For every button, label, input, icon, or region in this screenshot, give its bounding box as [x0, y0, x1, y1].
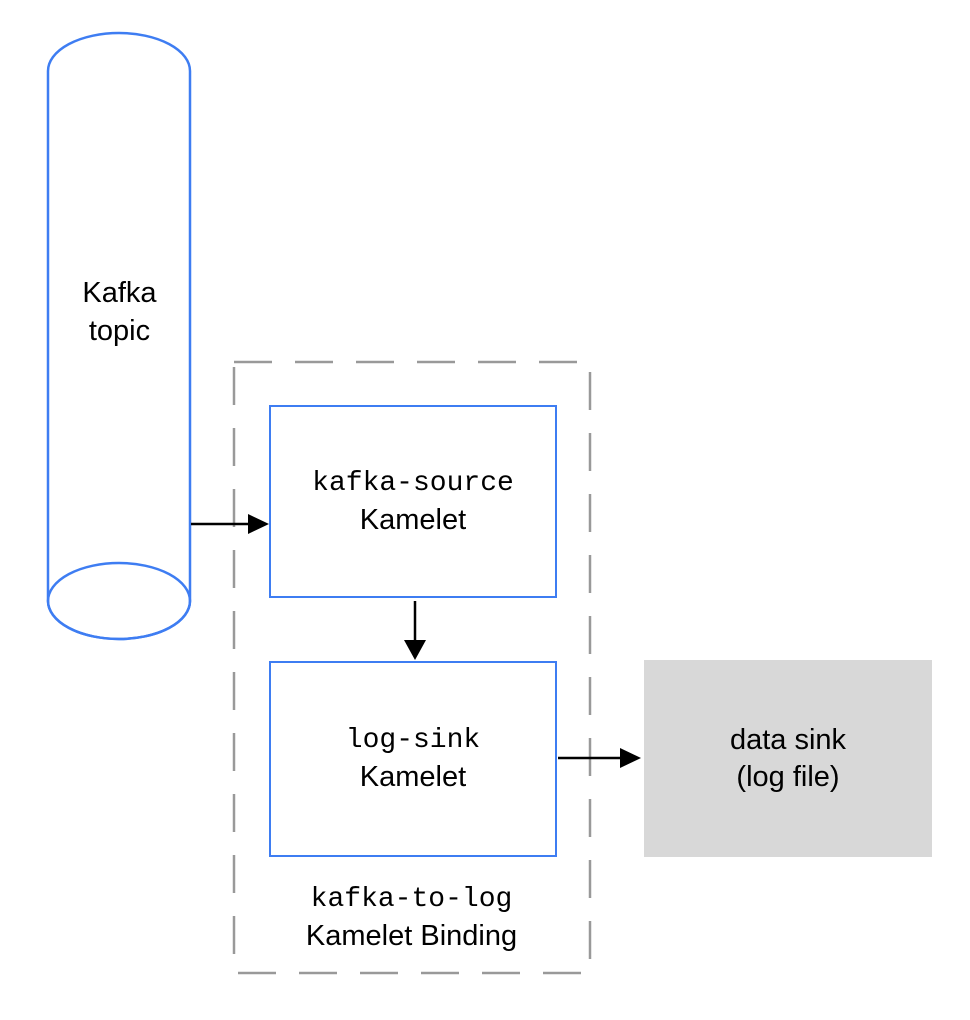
log-sink-kamelet-name: log-sink	[345, 725, 481, 756]
kamelet-binding-name: kafka-to-log	[310, 884, 513, 915]
log-sink-kamelet-box: log-sink Kamelet	[269, 661, 557, 857]
kamelet-binding-label: kafka-to-log Kamelet Binding	[233, 882, 590, 954]
data-sink-box: data sink (log file)	[644, 660, 932, 857]
kafka-topic-label-line1: Kafka	[82, 277, 157, 309]
arrow-source-to-sink	[404, 601, 426, 660]
kafka-source-kamelet-type: Kamelet	[359, 503, 467, 536]
kafka-source-kamelet-name: kafka-source	[312, 467, 514, 499]
kafka-source-kamelet-box: kafka-source Kamelet	[269, 405, 557, 598]
kamelet-binding-type: Kamelet Binding	[305, 920, 518, 952]
arrow-topic-to-source-head	[248, 514, 269, 534]
data-sink-label-line1: data sink	[729, 723, 847, 756]
kafka-topic-cylinder-bottom-ellipse	[46, 561, 192, 641]
log-sink-kamelet-type: Kamelet	[359, 761, 467, 793]
arrow-sink-to-datasink	[558, 748, 641, 768]
kafka-topic-label-line2: topic	[88, 315, 151, 347]
data-sink-label-line2: (log file)	[736, 760, 840, 793]
arrow-sink-to-datasink-head	[620, 748, 641, 768]
arrow-topic-to-source	[191, 514, 269, 534]
arrow-source-to-sink-head	[404, 640, 426, 660]
kafka-topic-label: Kafka topic	[48, 274, 191, 350]
